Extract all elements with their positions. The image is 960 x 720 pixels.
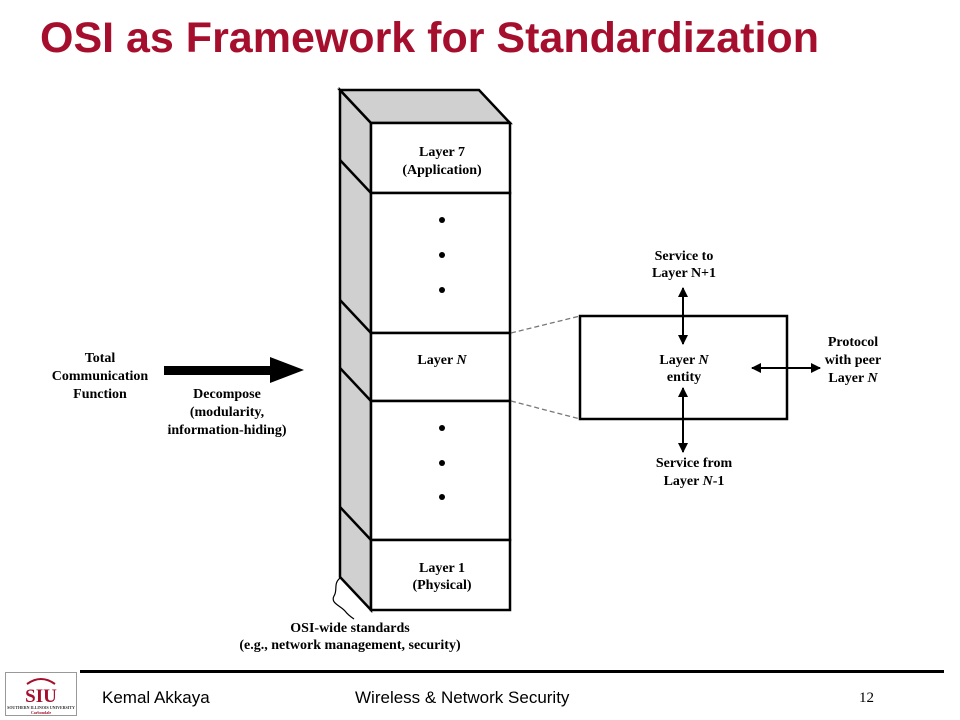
layer-7-sublabel: (Application): [402, 163, 482, 178]
footer-divider: [80, 670, 944, 673]
total-label-line1: Total: [85, 351, 116, 366]
layer-1-label: Layer 1: [419, 561, 465, 576]
layer-7-label: Layer 7: [419, 145, 465, 160]
entity-label-line1: Layer N: [659, 353, 709, 368]
osi-wide-pointer: [332, 577, 355, 620]
logo-text: SIU: [25, 686, 57, 707]
layer-n-label: Layer N: [417, 353, 467, 368]
logo-subtext: SOUTHERN ILLINOIS UNIVERSITY: [7, 705, 75, 710]
zoom-line-top: [510, 315, 581, 334]
decompose-arrow: [164, 357, 304, 383]
side-separator: [339, 299, 372, 334]
service-to-label-line2: Layer N+1: [652, 266, 716, 281]
protocol-label-line3: Layer N: [828, 371, 878, 386]
decompose-label-line3: information-hiding): [167, 423, 286, 438]
footer-course: Wireless & Network Security: [355, 688, 570, 707]
logo-subtext2: Carbondale: [31, 710, 51, 715]
total-label-line2: Communication: [52, 369, 149, 384]
side-separator: [339, 367, 372, 402]
lower-ellipsis-dots: [439, 425, 445, 500]
page-number: 12: [859, 690, 874, 706]
footer-author: Kemal Akkaya: [102, 688, 210, 707]
slide-title: OSI as Framework for Standardization: [40, 14, 819, 62]
osi-wide-label-line2: (e.g., network management, security): [239, 638, 461, 653]
zoom-line-bottom: [510, 400, 581, 420]
service-from-label-line2: Layer N-1: [664, 474, 725, 489]
layer-1-sublabel: (Physical): [412, 578, 471, 593]
service-to-label-line1: Service to: [655, 249, 714, 264]
upper-layers-box: [369, 191, 512, 335]
service-from-label-line1: Service from: [656, 456, 733, 471]
entity-label-line2: entity: [667, 370, 701, 385]
protocol-label-line2: with peer: [825, 353, 881, 368]
osi-wide-label-line1: OSI-wide standards: [290, 621, 410, 636]
osi-diagram: Layer 7 (Application) Layer N Layer 1 (P…: [52, 86, 881, 653]
total-label-line3: Function: [73, 387, 127, 402]
decompose-label-line2: (modularity,: [190, 405, 264, 420]
stack-side-panel: [338, 86, 373, 614]
decompose-label-line1: Decompose: [193, 387, 261, 402]
side-separator: [339, 159, 372, 194]
protocol-label-line1: Protocol: [828, 335, 878, 350]
upper-ellipsis-dots: [439, 217, 445, 293]
lower-layers-box: [369, 399, 512, 542]
side-separator: [339, 506, 372, 541]
siu-logo: SIU SOUTHERN ILLINOIS UNIVERSITY Carbond…: [5, 672, 77, 716]
logo-arch-icon: [26, 678, 56, 685]
layer-1-box: [369, 538, 512, 612]
layer-n-box: [369, 331, 512, 403]
stack-top-face: [337, 88, 513, 125]
